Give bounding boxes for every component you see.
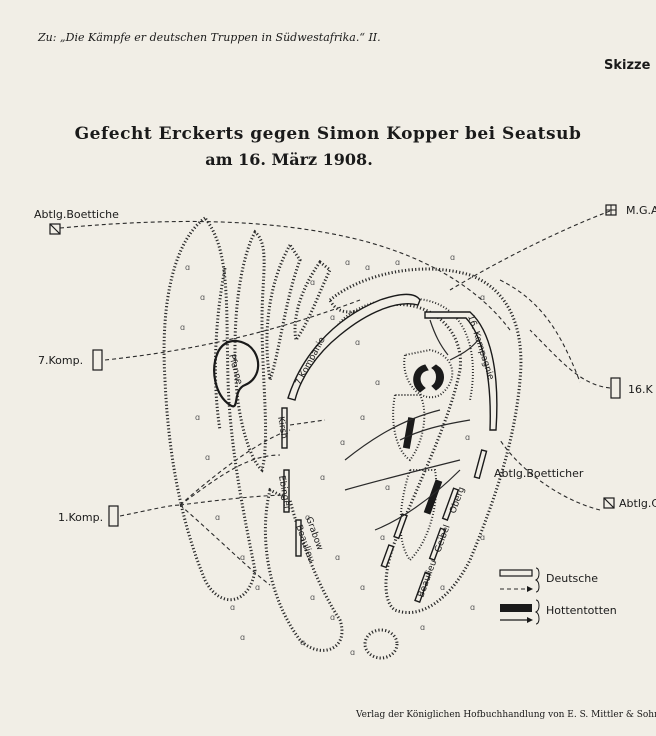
svg-text:ɑ: ɑ [205,453,210,462]
map-title: Gefecht Erckerts gegen Simon Kopper bei … [74,124,582,144]
svg-text:ɑ: ɑ [230,603,235,612]
svg-text:ɑ: ɑ [180,323,185,332]
legend: Deutsche Hottentotten [499,567,617,625]
map-subtitle: am 16. März 1908. [205,150,373,169]
svg-text:ɑ: ɑ [360,413,365,422]
svg-text:ɑ: ɑ [480,293,485,302]
approach-routes [59,210,611,586]
svg-text:ɑ: ɑ [395,258,400,267]
svg-text:ɑ: ɑ [375,378,380,387]
svg-text:ɑ: ɑ [305,513,310,522]
label-pfanne: Pfanne [226,353,244,386]
svg-text:ɑ: ɑ [465,433,470,442]
pfanne-shape [213,339,260,408]
label-abtlg-right: Abtlg.C [619,497,656,510]
label-abtlg-boetticher: Abtlg.Boetticher [494,467,584,480]
label-beaulieu-2: Beaulieu [416,559,439,599]
unit-symbols [49,204,621,527]
svg-text:ɑ: ɑ [335,553,340,562]
svg-text:ɑ: ɑ [215,513,220,522]
label-1-komp: 1.Komp. [58,511,103,524]
legend-deutsche: Deutsche [546,572,598,585]
hottentot-positions [402,364,444,515]
svg-text:ɑ: ɑ [195,413,200,422]
svg-text:ɑ: ɑ [360,583,365,592]
label-16-komp: 16.K [628,383,653,396]
svg-text:ɑ: ɑ [365,263,370,272]
svg-text:ɑ: ɑ [255,583,260,592]
svg-text:ɑ: ɑ [340,438,345,447]
svg-text:ɑ: ɑ [350,648,355,657]
header-note: Zu: „Die Kämpfe er deutschen Truppen in … [38,31,381,44]
svg-text:ɑ: ɑ [185,263,190,272]
svg-text:ɑ: ɑ [320,473,325,482]
svg-text:ɑ: ɑ [300,638,305,647]
svg-text:ɑ: ɑ [310,278,315,287]
legend-hottentotten: Hottentotten [546,604,617,617]
svg-text:ɑ: ɑ [240,553,245,562]
label-7-komp: 7.Komp. [38,354,83,367]
svg-text:ɑ: ɑ [355,338,360,347]
svg-text:ɑ: ɑ [470,603,475,612]
svg-text:ɑ: ɑ [440,583,445,592]
label-kirsh: Kirsh [275,416,289,440]
svg-text:ɑ: ɑ [330,313,335,322]
svg-text:ɑ: ɑ [480,533,485,542]
svg-text:ɑ: ɑ [240,633,245,642]
svg-text:ɑ: ɑ [200,293,205,302]
advance-arrows [344,319,479,531]
svg-text:ɑ: ɑ [385,483,390,492]
svg-text:ɑ: ɑ [345,258,350,267]
vegetation-markers: ɑɑɑ ɑɑɑ ɑɑɑ ɑɑɑ ɑɑɑ ɑɑɑ ɑɑɑ ɑɑɑ ɑɑɑ ɑɑɑ … [180,253,485,657]
svg-text:ɑ: ɑ [330,613,335,622]
svg-text:ɑ: ɑ [310,593,315,602]
german-positions [281,293,498,604]
svg-text:ɑ: ɑ [450,253,455,262]
sheet-label: Skizze [604,58,651,73]
publisher-note: Verlag der Königlichen Hofbuchhandlung v… [356,710,656,720]
svg-text:ɑ: ɑ [420,623,425,632]
svg-text:ɑ: ɑ [380,533,385,542]
label-mg: M.G.A [626,204,656,217]
label-abtlg-boettiche: Abtlg.Boettiche [34,208,119,221]
label-7-kompanie: 7.Kompanie [294,335,328,387]
